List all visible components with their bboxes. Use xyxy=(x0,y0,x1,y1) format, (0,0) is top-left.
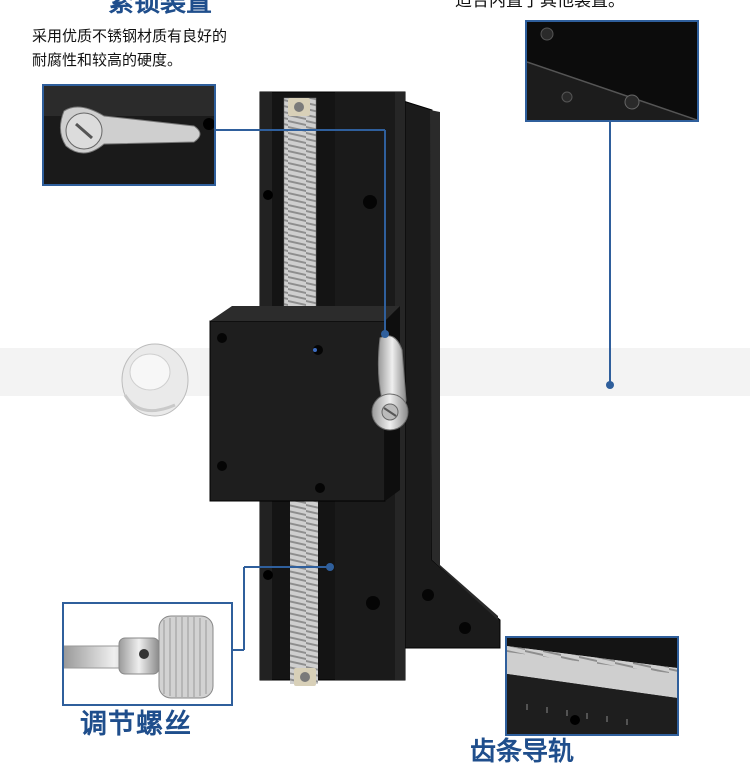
builtin-note: 适合内置于其他装置。 xyxy=(455,0,625,11)
end-screw-top xyxy=(288,98,310,116)
rack-rail-image xyxy=(507,638,677,734)
callout-leaders xyxy=(212,118,614,651)
description-line-2: 耐腐性和较高的硬度。 xyxy=(32,51,183,69)
l-bracket xyxy=(399,99,501,649)
adjust-screw-heading: 调节螺丝 xyxy=(80,709,192,740)
end-screw-bottom xyxy=(294,668,316,686)
callout-rack-rail xyxy=(505,636,679,736)
callout-mounting-surface xyxy=(525,20,699,122)
carriage-block xyxy=(209,306,400,502)
material-description: 采用优质不锈钢材质有良好的 耐腐性和较高的硬度。 xyxy=(32,24,332,72)
locking-lever xyxy=(371,335,409,431)
adjust-screw-image xyxy=(64,604,231,704)
callout-adjust-screw xyxy=(62,602,233,706)
stage-illustration xyxy=(121,91,614,686)
adjust-knob xyxy=(121,343,189,417)
callout-locking-closeup xyxy=(42,84,216,186)
rack-gear-lower xyxy=(290,498,318,684)
locking-closeup-image xyxy=(44,86,214,184)
rack-gear-upper xyxy=(283,97,317,325)
locking-device-heading: 紧锁装置 xyxy=(107,0,212,18)
mounting-surface-image xyxy=(527,22,697,120)
description-line-1: 采用优质不锈钢材质有良好的 xyxy=(32,27,228,45)
rack-rail-heading: 齿条导轨 xyxy=(470,737,575,767)
